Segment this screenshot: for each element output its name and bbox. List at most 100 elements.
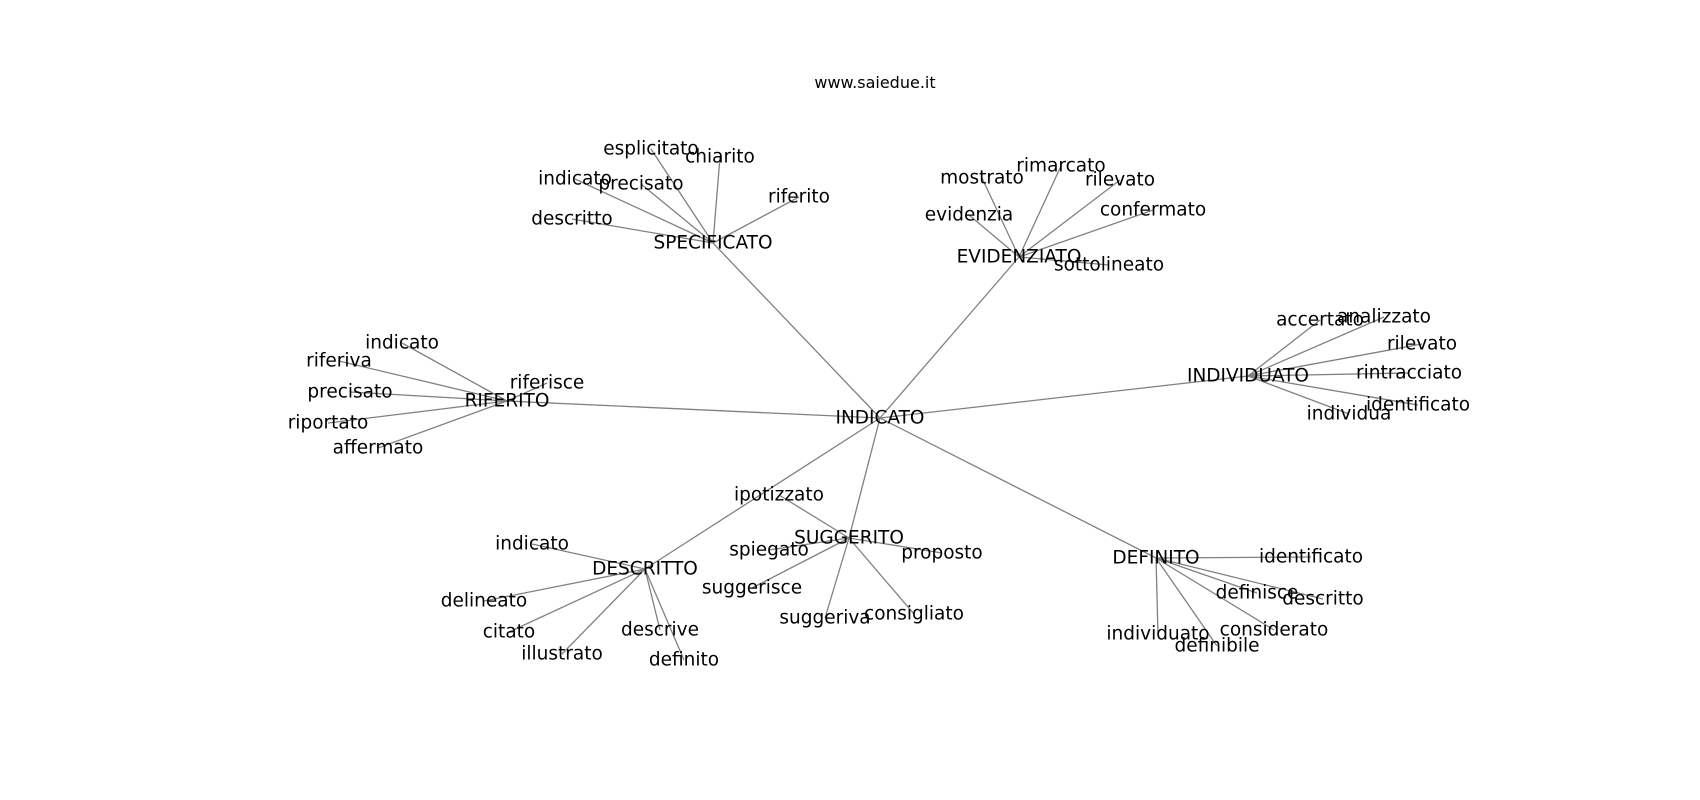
node-leaf-specificato-esplicitato: esplicitato [603, 139, 699, 160]
edge-riferito-riferito_indicato [401, 342, 508, 402]
node-leaf-specificato-descritto: descritto [531, 209, 613, 230]
edge-individuato-individuato_identificato [1247, 375, 1419, 406]
node-hub-riferito: RIFERITO [465, 391, 550, 412]
node-hub-individuato: INDIVIDUATO [1187, 366, 1309, 387]
edge-riferito-riferito_affermato [377, 400, 508, 449]
edge-root-individuato [879, 375, 1249, 419]
edge-individuato-individuato_rintracciato [1247, 372, 1410, 377]
edge-riferito-riferito_riportato [327, 400, 508, 424]
edge-descritto-descritto_descrive [644, 568, 661, 631]
edge-specificato-specificato_indicato [574, 178, 714, 244]
edge-individuato-individuato_accertato [1247, 319, 1321, 377]
node-leaf-evidenziato-sottolineato: sottolineato [1054, 255, 1164, 276]
edge-suggerito-suggerito_consigliato [848, 537, 915, 615]
node-hub-specificato: SPECIFICATO [653, 233, 772, 254]
node-leaf-individuato-rintracciato: rintracciato [1356, 363, 1462, 384]
node-leaf-specificato-chiarito: chiarito [685, 147, 755, 168]
node-leaf-riferito-riferisce: riferisce [510, 373, 585, 394]
node-leaf-specificato-riferito: riferito [768, 187, 830, 208]
node-hub-descritto: DESCRITTO [592, 559, 698, 580]
edge-riferito-riferito_precisato [349, 391, 508, 402]
edge-definito-definito_considerato [1155, 557, 1275, 631]
edge-root-definito [879, 417, 1157, 559]
edge-specificato-specificato_esplicitato [650, 148, 714, 244]
node-leaf-evidenziato-rimarcato: rimarcato [1016, 156, 1105, 177]
edge-specificato-specificato_chiarito [712, 156, 721, 244]
node-leaf-definito-descritto: descritto [1282, 589, 1364, 610]
node-leaf-riferito-indicato: indicato [365, 333, 439, 354]
edge-definito-definito_definibile [1155, 557, 1218, 647]
node-leaf-suggerito-proposto: proposto [901, 543, 983, 564]
node-leaf-descritto-citato: citato [483, 622, 535, 643]
edge-root-descritto [644, 417, 881, 570]
node-hub-evidenziato: EVIDENZIATO [957, 247, 1082, 268]
edge-descritto-descritto_indicato [531, 543, 646, 570]
node-leaf-evidenziato-mostrato: mostrato [940, 168, 1024, 189]
node-leaf-riferito-precisato: precisato [307, 382, 392, 403]
node-leaf-individuato-identificato: identificato [1366, 395, 1470, 416]
edge-root-riferito [506, 400, 881, 419]
node-leaf-individuato-analizzato: analizzato [1337, 307, 1431, 328]
edge-root-specificato [712, 242, 881, 419]
edge-evidenziato-evidenziato_rilevato [1018, 179, 1121, 258]
node-leaf-riferito-riferiva: riferiva [306, 351, 372, 372]
edge-specificato-specificato_riferito [712, 196, 800, 244]
node-leaf-definito-definibile: definibile [1174, 636, 1259, 657]
edge-individuato-individuato_individua [1247, 375, 1350, 415]
node-leaf-descritto-delineato: delineato [441, 591, 527, 612]
node-leaf-evidenziato-rilevato: rilevato [1085, 170, 1155, 191]
edge-specificato-specificato_descritto [571, 218, 714, 244]
node-hub-suggerito: SUGGERITO [794, 528, 904, 549]
edge-root-evidenziato [879, 256, 1020, 419]
node-leaf-evidenziato-evidenzia: evidenzia [925, 205, 1014, 226]
edge-suggerito-suggerito_suggerisce [751, 537, 850, 589]
node-hub-definito: DEFINITO [1112, 548, 1199, 569]
node-leaf-suggerito-spiegato: spiegato [729, 540, 809, 561]
node-leaf-specificato-precisato: precisato [598, 174, 683, 195]
node-leaf-definito-identificato: identificato [1259, 547, 1363, 568]
node-leaf-suggerito-suggerisce: suggerisce [702, 578, 802, 599]
edge-root-suggerito [848, 417, 881, 539]
node-leaf-individuato-accertato: accertato [1276, 310, 1364, 331]
edge-evidenziato-evidenziato_sottolineato [1018, 256, 1110, 266]
edge-suggerito-suggerito_ipotizzato [778, 494, 850, 539]
node-leaf-suggerito-consigliato: consigliato [864, 604, 964, 625]
edge-descritto-descritto_delineato [483, 568, 646, 602]
edge-evidenziato-evidenziato_confermato [1018, 209, 1154, 258]
node-leaf-descritto-illustrato: illustrato [521, 644, 603, 665]
edge-suggerito-suggerito_suggeriva [824, 537, 850, 619]
edge-evidenziato-evidenziato_mostrato [981, 177, 1020, 258]
edge-descritto-descritto_illustrato [561, 568, 646, 655]
node-leaf-suggerito-suggeriva: suggeriva [779, 608, 870, 629]
edge-riferito-riferito_riferiva [338, 360, 508, 402]
edge-evidenziato-evidenziato_evidenzia [968, 214, 1020, 258]
edge-suggerito-suggerito_spiegato [768, 537, 850, 551]
node-leaf-riferito-riportato: riportato [288, 413, 369, 434]
node-leaf-definito-definisce: definisce [1216, 583, 1299, 604]
node-leaf-descritto-indicato: indicato [495, 534, 569, 555]
edge-definito-definito_descritto [1155, 557, 1324, 600]
node-leaf-definito-individuato: individuato [1106, 624, 1209, 645]
node-leaf-suggerito-ipotizzato: ipotizzato [734, 485, 824, 506]
site-title: www.saiedue.it [814, 73, 935, 92]
graph-edges [327, 148, 1423, 661]
node-leaf-individuato-individua: individua [1307, 404, 1392, 425]
node-leaf-definito-considerato: considerato [1220, 620, 1329, 641]
node-leaf-descritto-descrive: descrive [621, 620, 699, 641]
node-indicato-root: INDICATO [836, 408, 925, 429]
edge-suggerito-suggerito_proposto [848, 537, 943, 554]
edge-specificato-specificato_precisato [640, 183, 714, 244]
edge-definito-definito_individuato [1155, 557, 1159, 635]
edge-individuato-individuato_rilevato [1247, 343, 1423, 377]
node-leaf-specificato-indicato: indicato [538, 169, 612, 190]
edge-descritto-descritto_citato [508, 568, 646, 633]
edge-definito-definito_definisce [1155, 557, 1258, 594]
node-leaf-evidenziato-confermato: confermato [1100, 200, 1206, 221]
edge-definito-definito_identificato [1155, 556, 1312, 559]
node-leaf-descritto-definito: definito [649, 650, 719, 671]
edge-riferito-riferito_riferisce [506, 382, 548, 402]
edge-individuato-individuato_analizzato [1247, 316, 1385, 377]
node-leaf-individuato-rilevato: rilevato [1387, 334, 1457, 355]
